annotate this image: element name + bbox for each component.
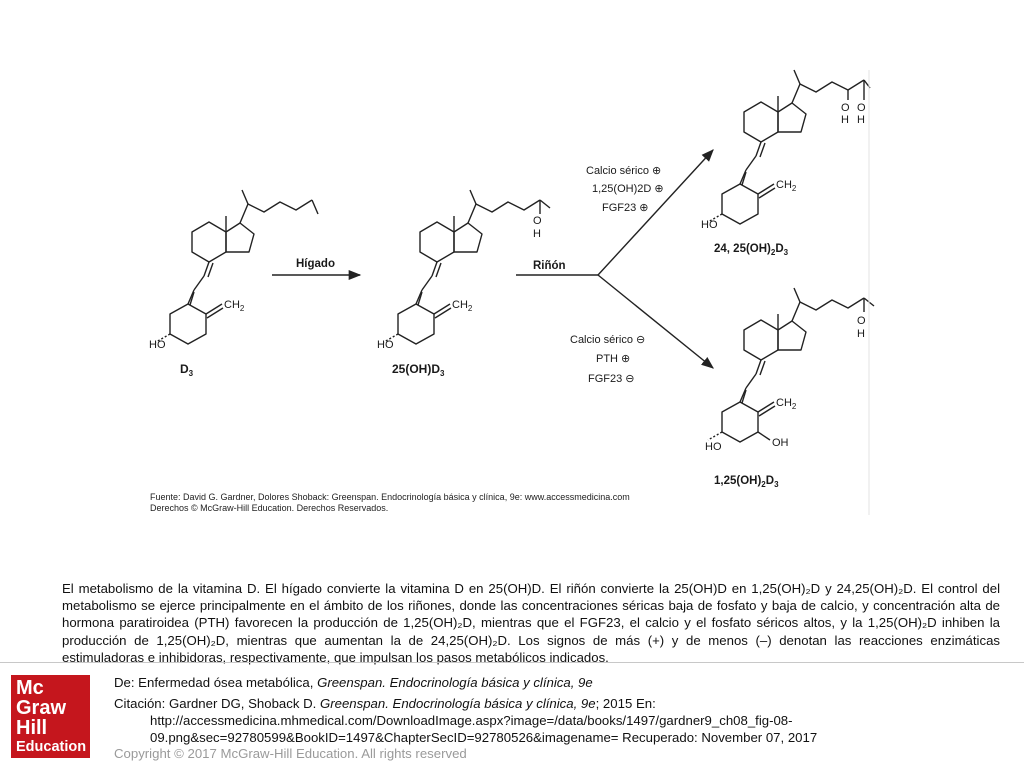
source-line-1: Fuente: David G. Gardner, Dolores Shobac… — [150, 492, 630, 502]
h-label: H — [533, 228, 541, 240]
logo-line-3: Hill — [16, 717, 48, 739]
condition-top-2: 1,25(OH)2D ⊕ — [592, 183, 664, 195]
oh-label: OH — [772, 437, 789, 449]
o-label: O — [857, 102, 866, 114]
o-label: O — [533, 215, 542, 227]
24-25-oh2-d3-structure: HO CH2 O H O H — [701, 69, 871, 231]
kidney-branch-down-arrow — [597, 274, 714, 369]
ho-label: HO — [149, 339, 166, 351]
ch2-label: CH2 — [776, 397, 797, 411]
condition-top-3: FGF23 ⊕ — [602, 202, 649, 214]
d3-label: D3 — [180, 362, 194, 378]
condition-bottom-3: FGF23 ⊖ — [588, 373, 635, 385]
ch2-label: CH2 — [452, 299, 473, 313]
h-label: H — [857, 114, 865, 126]
condition-bottom-2: PTH ⊕ — [596, 353, 630, 365]
kidney-branch-up-arrow — [597, 149, 714, 276]
reference-de: De: Enfermedad ósea metabólica, Greenspa… — [114, 675, 593, 690]
h-label: H — [841, 114, 849, 126]
logo-line-4: Education — [16, 739, 87, 755]
logo-line-1: Mc — [16, 677, 44, 699]
source-line-2: Derechos © McGraw-Hill Education. Derech… — [150, 503, 389, 513]
25-oh-d3-label: 25(OH)D3 — [392, 362, 445, 378]
footer-divider — [0, 662, 1024, 663]
liver-label: Hígado — [296, 258, 335, 270]
figure-source: Fuente: David G. Gardner, Dolores Shobac… — [150, 492, 630, 514]
vitamin-d3-structure: HO CH2 — [149, 189, 319, 351]
mcgraw-hill-logo: Mc Graw Hill Education — [11, 675, 90, 758]
vitamin-d-metabolism-diagram: HO CH2 D3 Hígado HO CH2 O H 25(OH)D3 Riñ… — [149, 69, 875, 515]
copyright-text: Copyright © 2017 McGraw-Hill Education. … — [114, 746, 467, 761]
figure-caption: El metabolismo de la vitamina D. El híga… — [62, 581, 1000, 665]
ho-label: HO — [377, 339, 394, 351]
h-label: H — [857, 328, 865, 340]
condition-top-1: Calcio sérico ⊕ — [586, 165, 661, 177]
conditions-top: Calcio sérico ⊕ 1,25(OH)2D ⊕ FGF23 ⊕ — [586, 165, 664, 214]
condition-bottom-1: Calcio sérico ⊖ — [570, 334, 645, 346]
ch2-label: CH2 — [776, 179, 797, 193]
24-25-oh2-d3-label: 24, 25(OH)2D3 — [714, 243, 789, 257]
reference-url-line-1[interactable]: http://accessmedicina.mhmedical.com/Down… — [150, 713, 793, 728]
o-label: O — [841, 102, 850, 114]
kidney-label: Riñón — [533, 260, 566, 272]
1-25-oh2-d3-structure: HO CH2 OH O H — [705, 287, 875, 453]
reference-citacion: Citación: Gardner DG, Shoback D. Greensp… — [114, 696, 656, 711]
reference-url-line-2[interactable]: 09.png&sec=92780599&BookID=1497&ChapterS… — [150, 730, 818, 745]
logo-line-2: Graw — [16, 697, 67, 719]
1-25-oh2-d3-label: 1,25(OH)2D3 — [714, 475, 779, 489]
ho-label: HO — [705, 441, 722, 453]
conditions-bottom: Calcio sérico ⊖ PTH ⊕ FGF23 ⊖ — [570, 334, 645, 385]
ch2-label: CH2 — [224, 299, 245, 313]
ho-label: HO — [701, 219, 718, 231]
o-label: O — [857, 315, 866, 327]
25-oh-d3-structure: HO CH2 O H — [377, 189, 551, 351]
